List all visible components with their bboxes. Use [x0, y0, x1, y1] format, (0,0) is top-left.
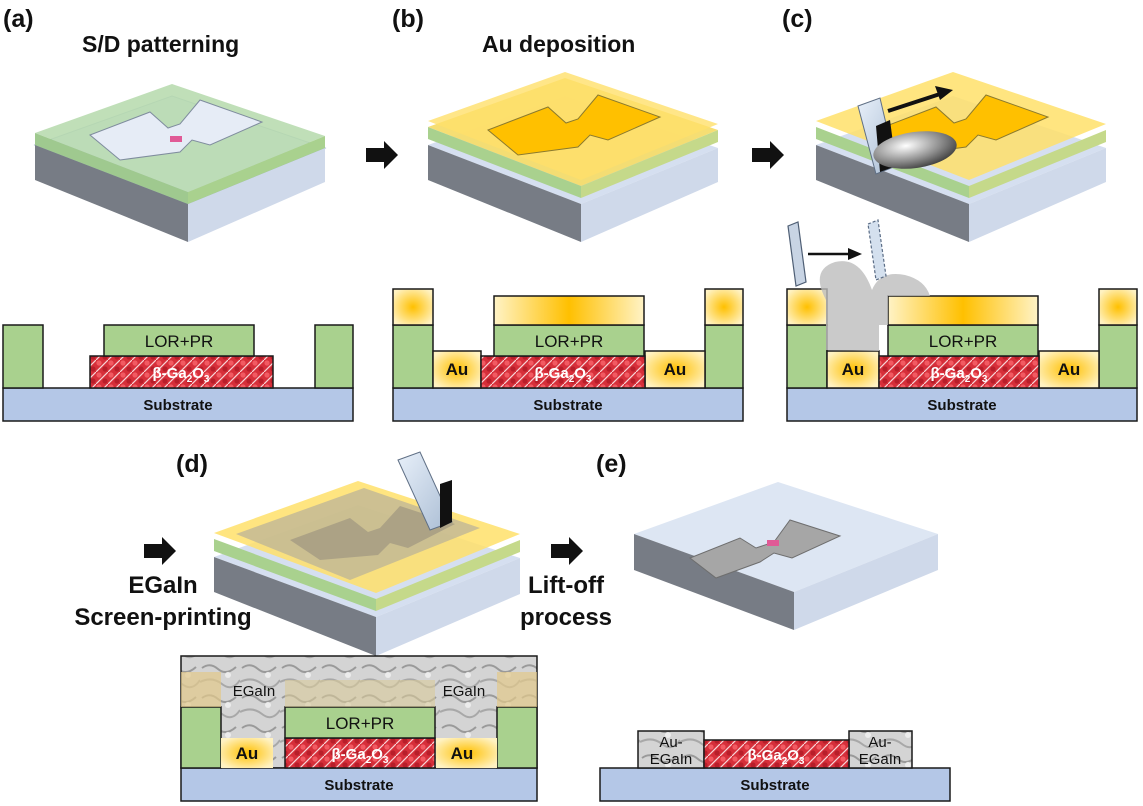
resist-left — [180, 706, 222, 769]
process-e-line2: process — [520, 604, 612, 631]
substrate-layer — [599, 767, 951, 802]
resist-right — [314, 324, 354, 389]
blade-end-icon — [867, 219, 887, 281]
au-top-center — [887, 295, 1039, 326]
arrow-right-icon — [848, 248, 862, 260]
process-e-line1: Lift-off — [528, 572, 605, 599]
au-top-center — [493, 295, 645, 326]
resist-center — [103, 324, 255, 357]
resist-right — [704, 324, 744, 389]
ga2o3-layer — [878, 355, 1040, 389]
resist-right — [496, 706, 538, 769]
panel-c: (c) Substrate Au — [782, 5, 1138, 422]
panel-e: (e) Lift-off process Substrate Au- EGaIn… — [520, 450, 951, 802]
au-label-left: Au — [446, 360, 469, 379]
blade-start-icon — [787, 221, 807, 287]
au-label-right: Au — [451, 744, 474, 763]
panel-e-cross-section: Substrate Au- EGaIn Au- EGaIn β-Ga2O3 — [599, 730, 951, 802]
panel-c-3d-device — [816, 72, 1106, 242]
resist-left — [392, 324, 434, 389]
au-pad-left — [221, 738, 273, 768]
panel-a-cross-section: Substrate β-Ga2O3 LOR+PR — [2, 324, 354, 422]
au-egain-right — [848, 730, 913, 769]
panel-d-cross-section: Substrate Au Au β-Ga2O3 LOR+PR EGaIn EGa… — [180, 655, 538, 802]
egain-label-right: EGaIn — [443, 683, 486, 700]
au-top-center — [285, 680, 435, 707]
resist-label: LOR+PR — [929, 332, 998, 351]
resist-label: LOR+PR — [326, 714, 395, 733]
substrate-label: Substrate — [324, 777, 393, 794]
arrow-right-icon — [887, 86, 953, 113]
au-top-right — [1098, 288, 1138, 326]
ga2o3-label: β-Ga2O3 — [748, 747, 805, 767]
au-egain-right-line2: EGaIn — [859, 751, 902, 768]
arrow-icon — [551, 537, 583, 565]
panel-b: (b) Au deposition Substrate Au Au β-Ga2O… — [392, 5, 744, 422]
substrate-label: Substrate — [927, 397, 996, 414]
substrate-label: Substrate — [143, 397, 212, 414]
resist-label: LOR+PR — [145, 332, 214, 351]
panel-d-letter: (d) — [176, 450, 208, 478]
panel-a-letter: (a) — [3, 5, 34, 33]
au-top-left — [786, 288, 828, 326]
panel-a-title: S/D patterning — [82, 31, 239, 57]
channel-marker — [767, 540, 779, 546]
panel-b-cross-section: Substrate Au Au β-Ga2O3 LOR+PR — [392, 288, 744, 422]
au-egain-left-line1: Au- — [659, 734, 682, 751]
panel-e-letter: (e) — [596, 450, 627, 478]
panel-a-3d-device — [33, 84, 327, 242]
process-d-line2: Screen-printing — [74, 604, 251, 631]
au-egain-left — [637, 730, 705, 769]
substrate-layer — [786, 387, 1138, 422]
panel-d: (d) EGaIn Screen-printing Substrate — [74, 450, 538, 802]
ga2o3-label: β-Ga2O3 — [153, 365, 210, 385]
resist-label: LOR+PR — [535, 332, 604, 351]
blade-icon — [397, 451, 453, 531]
panel-a: (a) S/D patterning Substrate β-Ga2O3 LOR… — [2, 5, 354, 422]
resist-left — [2, 324, 44, 389]
au-label-left: Au — [236, 744, 259, 763]
au-label-left: Au — [842, 360, 865, 379]
ga2o3-layer — [703, 739, 850, 769]
au-top-left — [392, 288, 434, 326]
panel-b-letter: (b) — [392, 5, 424, 33]
au-egain-right-line1: Au- — [868, 734, 891, 751]
resist-right — [1098, 324, 1138, 389]
resist-left — [786, 324, 828, 389]
ga2o3-label: β-Ga2O3 — [332, 746, 389, 766]
process-d-line1: EGaIn — [128, 572, 197, 599]
au-egain-left-line2: EGaIn — [650, 751, 693, 768]
substrate-label: Substrate — [740, 777, 809, 794]
channel-marker — [170, 136, 182, 142]
au-top-right — [704, 288, 744, 326]
au-top-right — [497, 672, 537, 707]
egain-label-left: EGaIn — [233, 683, 276, 700]
egain-droplet-icon — [873, 131, 957, 169]
au-pad-right — [436, 738, 497, 768]
panel-d-3d-device — [214, 481, 520, 656]
panel-b-title: Au deposition — [482, 31, 635, 57]
panel-e-3d-device — [634, 482, 938, 630]
arrow-icon — [366, 141, 398, 169]
substrate-layer — [180, 767, 538, 802]
arrow-icon — [144, 537, 176, 565]
ga2o3-label: β-Ga2O3 — [535, 365, 592, 385]
panel-b-3d-device — [428, 72, 718, 242]
ga2o3-layer — [480, 355, 646, 389]
ga2o3-layer — [284, 737, 436, 769]
substrate-label: Substrate — [533, 397, 602, 414]
panel-c-cross-section: Substrate Au Au β-Ga2O3 LOR+PR — [786, 219, 1138, 422]
panel-c-letter: (c) — [782, 5, 813, 33]
arrow-icon — [752, 141, 784, 169]
au-top-left — [181, 672, 221, 707]
egain-blob — [819, 261, 930, 351]
au-label-right: Au — [664, 360, 687, 379]
ga2o3-layer — [89, 355, 274, 389]
au-label-right: Au — [1058, 360, 1081, 379]
ga2o3-label: β-Ga2O3 — [931, 365, 988, 385]
